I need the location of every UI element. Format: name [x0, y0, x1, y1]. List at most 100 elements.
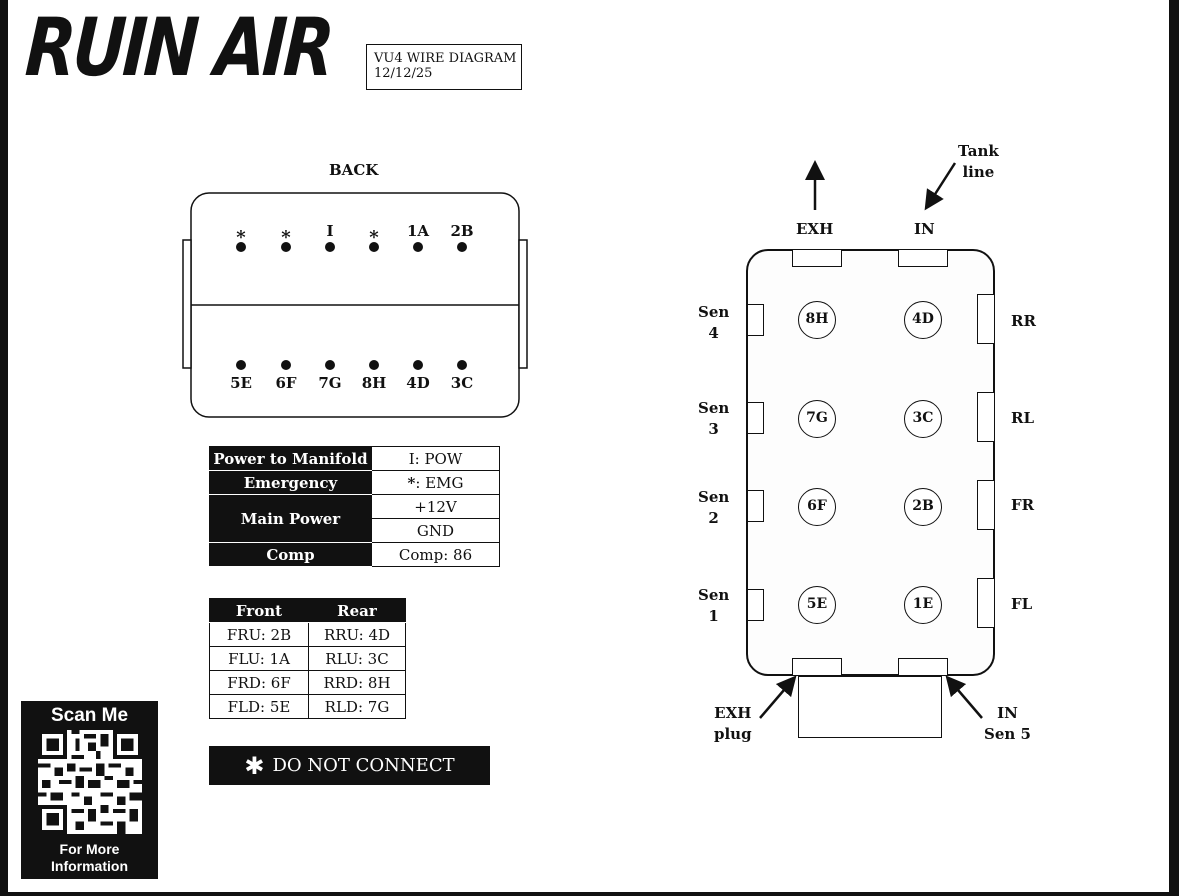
pin-dot [281, 360, 291, 370]
sen-word: Sen [698, 399, 730, 417]
table-row: GND [210, 518, 500, 543]
back-label: BACK [329, 161, 379, 179]
main-power-label: Main Power [209, 494, 372, 543]
pin-bottom-1-label: 5E [230, 374, 252, 392]
pin-dot [325, 242, 335, 252]
in-label: IN [914, 220, 935, 238]
valve-circle: 8H [798, 301, 836, 339]
left-border [0, 0, 8, 896]
in-sen5-label: IN Sen 5 [984, 703, 1031, 745]
pin-bottom-5-label: 4D [406, 374, 430, 392]
table-cell: FRD: 6F [209, 670, 309, 695]
pin-top-3-label: I [326, 222, 334, 240]
connector-left-tab [182, 239, 192, 369]
exh-plug-arrow-icon [759, 675, 797, 719]
exh-word: EXH [714, 704, 752, 722]
sen-word: Sen [698, 488, 730, 506]
plug-word: plug [714, 725, 752, 743]
in-port [898, 249, 948, 267]
main-power-positive: +12V [371, 494, 500, 519]
sen4-port [747, 304, 764, 336]
sen-number: 4 [708, 324, 719, 342]
qr-code-icon [38, 730, 142, 834]
in-word: IN [997, 704, 1018, 722]
doc-title: VU4 WIRE DIAGRAM [374, 51, 517, 66]
sen-word: Sen [698, 303, 730, 321]
rl-port [977, 392, 995, 442]
sen5-word: Sen 5 [984, 725, 1031, 743]
emergency-label: Emergency [209, 470, 372, 495]
title-box: VU4 WIRE DIAGRAM 12/12/25 [366, 44, 522, 90]
bottom-border [0, 892, 1179, 896]
emergency-star: * [407, 473, 416, 492]
for-more-info-label: For More Information [21, 841, 158, 875]
valve-circle: 7G [798, 400, 836, 438]
tank-line-label: Tank line [958, 141, 999, 183]
sen-word: Sen [698, 586, 730, 604]
exh-plug-port [792, 658, 842, 676]
sen5-port [898, 658, 948, 676]
manifold-block [746, 249, 995, 676]
front-header: Front [209, 598, 309, 623]
sen2-port [747, 490, 764, 522]
valve-circle: 2B [904, 488, 942, 526]
valve-circle: 1E [904, 586, 942, 624]
comp-label: Comp [209, 542, 372, 567]
pin-top-1-label: * [236, 227, 246, 248]
for-more-line: For More [59, 841, 120, 857]
pin-dot [236, 360, 246, 370]
pin-top-5-label: 1A [406, 222, 430, 240]
exh-port [792, 249, 842, 267]
fl-label: FL [1011, 595, 1033, 613]
sen-number: 1 [708, 607, 719, 625]
table-row: Power to Manifold I: POW [209, 446, 500, 471]
sen3-port [747, 402, 764, 434]
rl-label: RL [1011, 409, 1035, 427]
scan-me-label: Scan Me [50, 705, 129, 726]
table-cell: RRU: 4D [308, 622, 406, 647]
table-cell: FRU: 2B [209, 622, 309, 647]
power-to-manifold-label: Power to Manifold [209, 446, 372, 471]
pin-bottom-2-label: 6F [275, 374, 297, 392]
comp-value: Comp: 86 [371, 542, 500, 567]
pin-bottom-4-label: 8H [361, 374, 387, 392]
sen1-port [747, 589, 764, 621]
pin-top-4-label: * [369, 227, 379, 248]
table-cell: RLU: 3C [308, 646, 406, 671]
fr-port [977, 480, 995, 530]
power-table: Power to Manifold I: POW Emergency *: EM… [209, 446, 500, 567]
sen1-label: Sen 1 [698, 585, 729, 627]
brand-logo: RUIN AIR [23, 1, 334, 94]
qr-badge[interactable]: Scan Me For More Information [21, 701, 158, 879]
tank-line-arrow-icon [924, 162, 957, 211]
pin-top-2-label: * [281, 227, 291, 248]
table-row: Comp Comp: 86 [209, 542, 500, 567]
rr-label: RR [1011, 312, 1036, 330]
tank-line-1: Tank [958, 142, 999, 160]
do-not-connect-text: DO NOT CONNECT [272, 755, 455, 776]
do-not-connect-banner: ✱ DO NOT CONNECT [209, 746, 490, 785]
emergency-value-text: : EMG [415, 473, 464, 492]
valve-circle: 6F [798, 488, 836, 526]
fr-label: FR [1011, 496, 1035, 514]
pin-dot [413, 360, 423, 370]
asterisk-icon: ✱ [244, 751, 265, 780]
valve-circle: 5E [798, 586, 836, 624]
pin-dot [236, 242, 246, 252]
main-power-ground: GND [371, 518, 500, 543]
right-border [1169, 0, 1179, 896]
connector-right-tab [518, 239, 528, 369]
exh-label: EXH [796, 220, 834, 238]
table-cell: RRD: 8H [308, 670, 406, 695]
power-to-manifold-value: I: POW [371, 446, 500, 471]
fl-port [977, 578, 995, 628]
pin-dot [457, 242, 467, 252]
manifold-arrows [759, 160, 983, 719]
sen4-label: Sen 4 [698, 302, 729, 344]
